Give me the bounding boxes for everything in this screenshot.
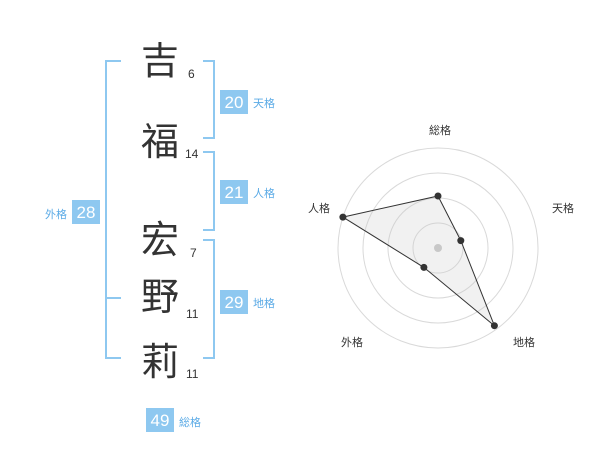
name-char-2: 福 xyxy=(141,120,179,164)
stroke-count-4: 11 xyxy=(186,307,199,321)
radar-label-gaikaku: 外格 xyxy=(341,335,363,349)
radar-point-chikaku xyxy=(490,322,498,330)
radar-label-tenkaku: 天格 xyxy=(552,201,574,215)
soukaku-value: 49 xyxy=(151,411,170,430)
name-char-5: 莉 xyxy=(141,340,179,384)
radar-points xyxy=(339,192,498,330)
name-char-1: 吉 xyxy=(141,39,179,83)
stroke-count-2: 14 xyxy=(185,147,199,161)
name-char-3: 宏 xyxy=(141,218,179,262)
gaikaku-bracket xyxy=(105,60,121,359)
radar-ring-1 xyxy=(412,222,464,274)
radar-point-gaikaku xyxy=(420,263,428,271)
name-column: 吉 6 福 14 宏 7 野 11 莉 11 xyxy=(141,39,199,384)
chikaku-bracket xyxy=(203,239,215,359)
radar-label-chikaku: 地格 xyxy=(513,335,535,349)
chikaku-badge xyxy=(220,290,248,314)
name-char-4: 野 xyxy=(141,275,179,319)
radar-point-soukaku xyxy=(434,192,442,200)
soukaku-badge xyxy=(146,408,174,432)
soukaku-label: 総格 xyxy=(179,415,201,429)
tenkaku-badge xyxy=(220,90,248,114)
stroke-count-5: 11 xyxy=(186,367,199,381)
radar-point-jinkaku xyxy=(339,213,347,221)
tenkaku-value: 20 xyxy=(225,93,244,112)
radar-point-tenkaku xyxy=(457,237,465,245)
radar-center xyxy=(434,244,442,252)
radar-ring-4 xyxy=(337,147,539,349)
radar-chart: 総格 天格 地格 外格 人格 xyxy=(308,123,574,349)
radar-label-soukaku: 総格 xyxy=(429,123,451,137)
jinkaku-value: 21 xyxy=(225,183,244,202)
stroke-count-1: 6 xyxy=(188,67,195,81)
chikaku-label: 地格 xyxy=(253,296,275,310)
jinkaku-bracket xyxy=(203,151,215,231)
radar-polygon xyxy=(341,195,495,327)
radar-ring-3 xyxy=(362,172,514,324)
radar-label-jinkaku: 人格 xyxy=(308,201,330,215)
gaikaku-label: 外格 xyxy=(45,207,67,221)
tenkaku-label: 天格 xyxy=(253,96,275,110)
stroke-count-3: 7 xyxy=(190,246,197,260)
jinkaku-label: 人格 xyxy=(253,186,275,200)
gaikaku-badge xyxy=(72,200,100,224)
jinkaku-badge xyxy=(220,180,248,204)
gaikaku-value: 28 xyxy=(77,203,96,222)
tenkaku-bracket xyxy=(203,60,215,139)
chikaku-value: 29 xyxy=(225,293,244,312)
